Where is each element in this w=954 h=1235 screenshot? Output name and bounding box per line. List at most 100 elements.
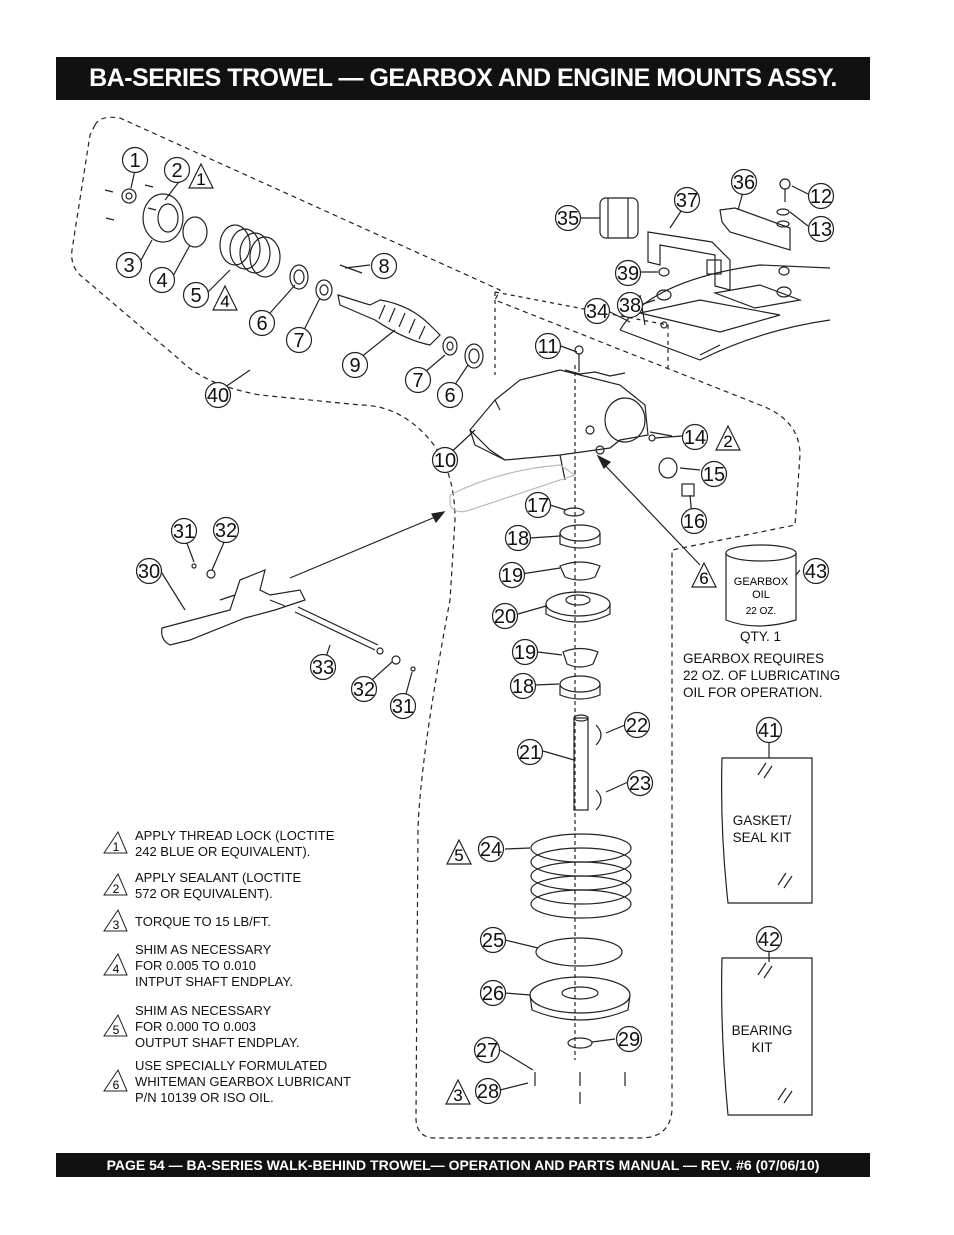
oil-can-label-2: OIL	[752, 589, 770, 601]
output-shaft-21	[573, 717, 589, 811]
note-marker-3: 3	[445, 1078, 471, 1105]
svg-text:29: 29	[618, 1029, 640, 1051]
callout-40: 40	[204, 381, 232, 409]
bearing-kit-label-2: KIT	[751, 1040, 773, 1055]
bearing-19-bottom	[562, 647, 599, 668]
note-4-line2: FOR 0.005 TO 0.010	[135, 958, 256, 973]
svg-text:26: 26	[482, 983, 504, 1005]
svg-text:23: 23	[629, 773, 651, 795]
callout-30: 30	[135, 557, 163, 585]
svg-text:36: 36	[733, 172, 755, 194]
callout-19: 19	[511, 638, 539, 666]
note-triangle-1: 1	[103, 830, 128, 854]
svg-text:5: 5	[454, 846, 463, 865]
callout-39: 39	[614, 259, 642, 287]
worm-shaft-9	[337, 294, 441, 346]
note-1-line2: 242 BLUE OR EQUIVALENT).	[135, 844, 311, 859]
svg-text:31: 31	[392, 696, 414, 718]
oil-can-label-1: GEARBOX	[734, 576, 789, 588]
svg-text:27: 27	[476, 1040, 498, 1062]
page-title: BA-SERIES TROWEL — GEARBOX AND ENGINE MO…	[56, 57, 870, 100]
svg-text:34: 34	[586, 301, 608, 323]
note-4-line3: INTPUT SHAFT ENDPLAY.	[135, 974, 293, 989]
bearing-cap-3	[142, 193, 184, 243]
svg-text:1: 1	[129, 150, 140, 172]
svg-text:24: 24	[480, 839, 502, 861]
svg-text:1: 1	[113, 840, 120, 854]
bracket-37	[647, 231, 731, 291]
note-5-line3: OUTPUT SHAFT ENDPLAY.	[135, 1035, 300, 1050]
callout-14: 14	[681, 423, 709, 451]
note-2-line2: 572 OR EQUIVALENT).	[135, 886, 273, 901]
bearing-19-top	[559, 561, 601, 581]
bearing-kit-label-1: BEARING	[731, 1023, 793, 1038]
svg-text:9: 9	[349, 355, 360, 377]
note-3-line1: TORQUE TO 15 LB/FT.	[135, 914, 271, 929]
svg-text:25: 25	[482, 930, 504, 952]
svg-text:2: 2	[723, 432, 732, 451]
callout-32: 32	[350, 675, 378, 703]
note-1-line1: APPLY THREAD LOCK (LOCTITE	[135, 828, 335, 843]
svg-text:32: 32	[215, 520, 237, 542]
svg-text:32: 32	[353, 679, 375, 701]
callout-38: 38	[616, 291, 644, 319]
note-triangle-2: 2	[103, 872, 128, 896]
svg-text:8: 8	[378, 256, 389, 278]
oil-qty: QTY. 1	[740, 629, 782, 644]
callout-7: 7	[285, 326, 313, 354]
callout-4: 4	[148, 266, 176, 294]
note-2-line1: APPLY SEALANT (LOCTITE	[135, 870, 302, 885]
svg-text:3: 3	[113, 918, 120, 932]
callout-16: 16	[680, 507, 708, 535]
svg-text:43: 43	[805, 561, 827, 583]
svg-text:13: 13	[810, 219, 832, 241]
tine-arm-30	[161, 569, 306, 646]
callout-27: 27	[473, 1036, 501, 1064]
svg-text:2: 2	[171, 160, 182, 182]
note-6-line2: WHITEMAN GEARBOX LUBRICANT	[135, 1074, 351, 1089]
bottom-cover-26	[529, 976, 631, 1014]
svg-text:6: 6	[113, 1078, 120, 1092]
svg-text:37: 37	[676, 190, 698, 212]
engine-deck	[619, 264, 831, 361]
callout-26: 26	[479, 979, 507, 1007]
page-footer: PAGE 54 — BA-SERIES WALK-BEHIND TROWEL— …	[56, 1153, 870, 1177]
gasket-kit-label-1: GASKET/	[732, 813, 792, 828]
callout-43: 43	[802, 557, 830, 585]
svg-text:39: 39	[617, 263, 639, 285]
callout-42: 42	[755, 925, 783, 953]
callout-29: 29	[615, 1025, 643, 1053]
svg-text:3: 3	[123, 255, 134, 277]
callout-20: 20	[491, 602, 519, 630]
shim-stack-5	[219, 224, 251, 266]
callout-15: 15	[700, 460, 728, 488]
svg-text:40: 40	[207, 385, 229, 407]
seal-29	[567, 1037, 593, 1049]
svg-text:11: 11	[538, 336, 559, 358]
note-marker-1: 1	[188, 162, 214, 189]
note-triangle-6: 6	[103, 1068, 128, 1092]
bracket-36	[719, 207, 791, 251]
note-triangle-4: 4	[103, 952, 128, 976]
callout-22: 22	[623, 711, 651, 739]
svg-text:6: 6	[444, 385, 455, 407]
svg-text:28: 28	[477, 1081, 499, 1103]
svg-text:41: 41	[758, 720, 780, 742]
gearbox-note-3: OIL FOR OPERATION.	[683, 685, 823, 700]
input-shaft-group-boundary	[71, 116, 801, 1139]
callout-32: 32	[212, 516, 240, 544]
svg-text:42: 42	[758, 929, 780, 951]
svg-text:4: 4	[156, 270, 167, 292]
svg-text:35: 35	[557, 208, 579, 230]
gearbox-housing-10	[469, 369, 649, 461]
isolator-35	[599, 197, 639, 239]
svg-text:20: 20	[494, 606, 516, 628]
gearbox-note-2: 22 OZ. OF LUBRICATING	[683, 668, 841, 683]
callout-6: 6	[248, 309, 276, 337]
svg-text:22: 22	[626, 715, 648, 737]
svg-text:6: 6	[256, 313, 267, 335]
svg-text:4: 4	[220, 292, 229, 311]
svg-text:14: 14	[684, 427, 706, 449]
svg-text:5: 5	[113, 1023, 120, 1037]
